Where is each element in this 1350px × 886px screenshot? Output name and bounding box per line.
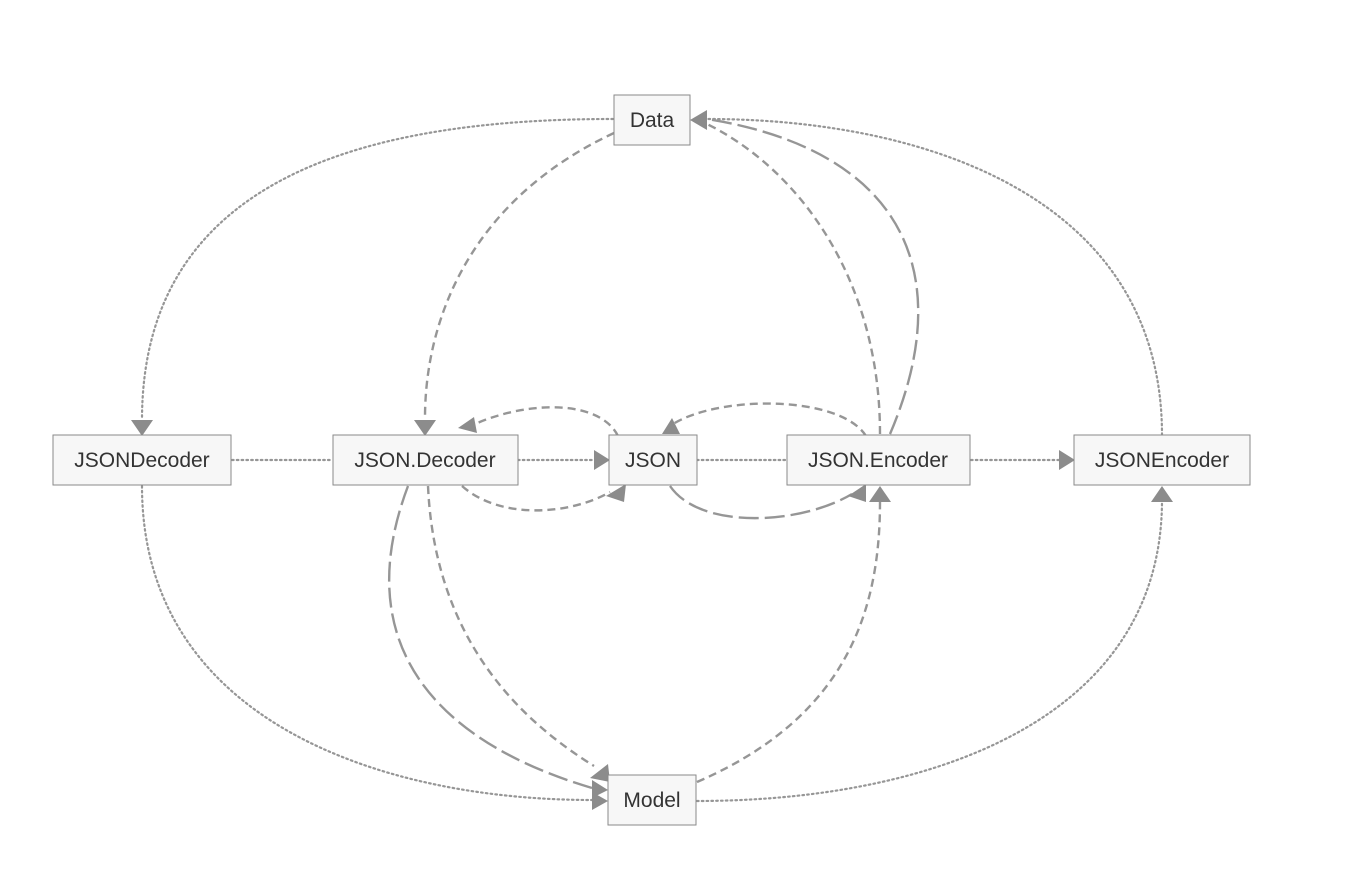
edge-jsonencode-to-json-curve xyxy=(672,402,868,437)
node-model[interactable]: Model xyxy=(607,774,697,826)
node-label-json: JSON xyxy=(625,449,681,472)
edges xyxy=(140,117,1164,803)
arrowhead-json-left xyxy=(594,450,610,470)
edge-jsondecode-to-model-long xyxy=(387,485,593,790)
node-json-encoder[interactable]: JSON.Encoder xyxy=(786,434,971,486)
node-label-jsonencoder: JSONEncoder xyxy=(1095,449,1229,472)
edge-data-to-jsondecode xyxy=(423,131,615,419)
arrowhead-jsonencode-bottom xyxy=(869,486,891,502)
arrowhead-model-left-upper xyxy=(592,780,608,798)
edge-json-to-jsondecode xyxy=(474,406,620,437)
edge-jsondecode-to-json-curve xyxy=(461,485,611,512)
node-label-data: Data xyxy=(630,109,675,132)
arrowhead-jsondecode-top xyxy=(414,420,436,436)
edge-jsonencode-to-data-long xyxy=(706,117,920,435)
node-label-jsondecoder: JSONDecoder xyxy=(74,449,209,472)
arrowhead-json-top xyxy=(662,418,680,434)
arrowheads xyxy=(131,110,1173,810)
node-label-json-encoder: JSON.Encoder xyxy=(808,449,948,472)
node-jsonencoder[interactable]: JSONEncoder xyxy=(1073,434,1251,486)
node-jsondecoder[interactable]: JSONDecoder xyxy=(52,434,232,486)
edge-json-to-jsonencode-curve xyxy=(669,485,853,520)
arrowhead-jsonencoder-left xyxy=(1059,450,1075,470)
edge-data-to-jsondecoder xyxy=(140,117,615,422)
node-data[interactable]: Data xyxy=(613,94,691,146)
arrowhead-jsondecoder-top xyxy=(131,420,153,436)
node-label-json-decoder: JSON.Decoder xyxy=(354,449,495,472)
edge-jsonencode-to-data xyxy=(706,122,882,435)
node-label-model: Model xyxy=(623,789,680,812)
arrowhead-jsonencoder-bottom xyxy=(1151,486,1173,502)
arrowhead-json-bottom xyxy=(606,484,626,502)
arrowhead-jsonencode-bottom-left xyxy=(848,484,866,502)
node-json[interactable]: JSON xyxy=(608,434,698,486)
edge-jsonencoder-to-data xyxy=(705,117,1164,437)
edge-jsondecode-to-model xyxy=(426,485,595,768)
arrowhead-model-left xyxy=(592,792,608,810)
edge-jsondecoder-to-model xyxy=(140,484,594,802)
arrowhead-jsondecode-from-json xyxy=(458,417,477,433)
arrowhead-model-top xyxy=(590,764,610,782)
node-json-decoder[interactable]: JSON.Decoder xyxy=(332,434,519,486)
edge-model-to-jsonencode xyxy=(696,501,882,784)
arrowhead-data-right xyxy=(690,110,707,130)
edge-model-to-jsonencoder xyxy=(695,498,1164,803)
